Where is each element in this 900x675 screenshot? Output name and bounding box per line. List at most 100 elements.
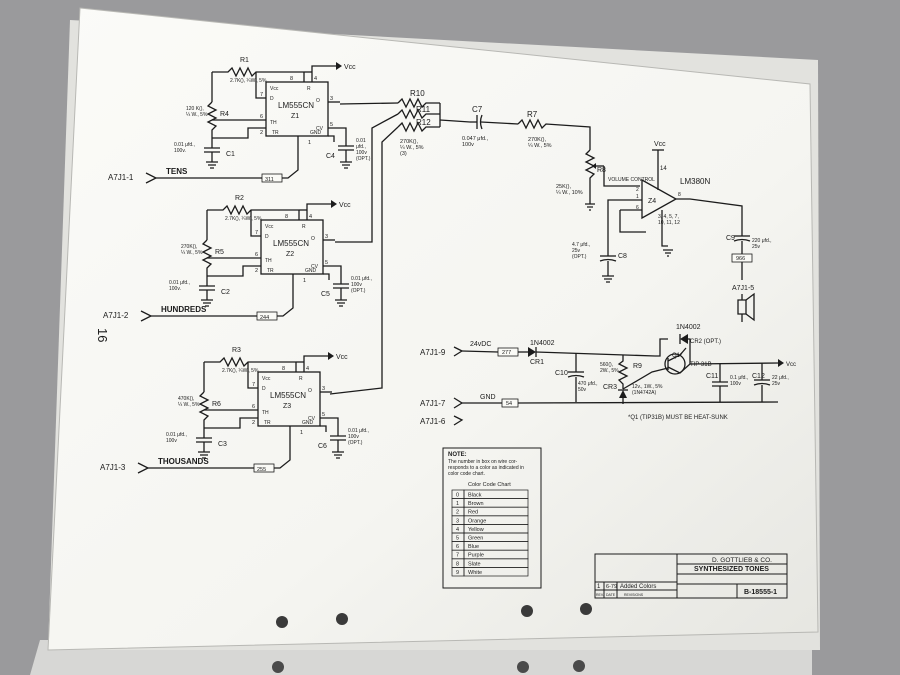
timer-pin-label: O bbox=[316, 98, 320, 104]
timer-pin-label: TH bbox=[262, 410, 269, 416]
q1-part: TIP 31B bbox=[690, 362, 712, 368]
resistor-r11 bbox=[397, 108, 440, 120]
capacitor-c8 bbox=[599, 255, 617, 283]
timer-chip-id: Z1 bbox=[291, 113, 299, 120]
resistor-side-value: 470K(),¼ W., 5% bbox=[178, 396, 200, 408]
binder-hole bbox=[272, 661, 284, 673]
timing-cap-label: C2 bbox=[221, 289, 230, 296]
timer-pin-number: 7 bbox=[255, 230, 258, 236]
amp-pin-plus: 6 bbox=[636, 205, 639, 211]
timer-pin-label: TH bbox=[270, 120, 277, 126]
speaker-wire-code: 966 bbox=[736, 256, 745, 262]
timer-pin-number: 2 bbox=[255, 268, 258, 274]
timer-pin-number: 5 bbox=[325, 260, 328, 266]
timer-pin-number: 8 bbox=[290, 76, 293, 82]
r8-label: R8 bbox=[597, 167, 606, 174]
r12-value: 270K(),¼ W., 5%(3) bbox=[400, 139, 424, 157]
c11-value: 0.1 μfd.,100v bbox=[730, 375, 748, 387]
r10-label: R10 bbox=[410, 89, 425, 98]
revision-header-rev: REV. bbox=[596, 593, 604, 597]
timer-pin-label: CV bbox=[311, 264, 319, 270]
timer-signal-label: THOUSANDS bbox=[158, 457, 209, 466]
color-name: Black bbox=[468, 493, 482, 499]
timer-pin-number: 7 bbox=[260, 92, 263, 98]
binder-hole bbox=[276, 616, 288, 628]
timer-pin-number: 6 bbox=[252, 404, 255, 410]
cv-cap-value: 0.01 μfd.,100v(OPT.) bbox=[351, 276, 372, 294]
title-block bbox=[594, 553, 788, 599]
resistor-side-label: R4 bbox=[220, 111, 229, 118]
timer-pin-label: R bbox=[299, 376, 303, 382]
timer-pin-label: GND bbox=[310, 130, 322, 136]
color-name: Brown bbox=[468, 501, 484, 507]
gnd-label: GND bbox=[480, 394, 496, 401]
timer-pin-number: 4 bbox=[309, 214, 312, 220]
amp-gnd-pins: 3, 4, 5, 7,10, 11, 12 bbox=[658, 214, 680, 226]
timer-pin-number: 5 bbox=[330, 122, 333, 128]
color-code: 9 bbox=[456, 570, 459, 576]
resistor-side-label: R6 bbox=[212, 401, 221, 408]
drawing-title: SYNTHESIZED TONES bbox=[694, 566, 769, 573]
binder-hole bbox=[521, 605, 533, 617]
speaker-icon bbox=[737, 292, 755, 322]
timer-pin-number: 1 bbox=[300, 430, 303, 436]
nc-connector: A7J1-6 bbox=[420, 417, 446, 426]
color-code: 6 bbox=[456, 544, 459, 550]
amp-pin-minus: 2 bbox=[636, 187, 639, 193]
timer-pin-label: O bbox=[308, 388, 312, 394]
r7-value: 270K(),¼ W., 5% bbox=[528, 137, 552, 149]
amp-pin14: 14 bbox=[660, 166, 667, 172]
note-title: NOTE: bbox=[448, 452, 467, 458]
timer-pin-label: CV bbox=[308, 416, 316, 422]
revision-header-desc: REVISIONS bbox=[624, 593, 644, 597]
resistor-top-value: 2.7K(), ¼W., 5% bbox=[225, 216, 262, 222]
resistor-top-label: R3 bbox=[232, 347, 241, 354]
wire-code: 311 bbox=[265, 177, 274, 183]
timer-chip-id: Z2 bbox=[286, 251, 294, 258]
c11-label: C11 bbox=[706, 373, 718, 380]
gnd-wire-code: 54 bbox=[506, 401, 512, 407]
timer-pin-label: R bbox=[302, 224, 306, 230]
speaker-wire-box bbox=[731, 253, 753, 263]
timer-pin-label: TR bbox=[264, 420, 271, 426]
gnd-connector: A7J1-7 bbox=[420, 399, 446, 408]
amp-chip-name: LM380N bbox=[680, 177, 710, 186]
timer-chip-id: Z3 bbox=[283, 403, 291, 410]
connector-chevrons bbox=[453, 346, 464, 426]
timer-vcc-label: Vcc bbox=[339, 202, 351, 209]
timing-cap-value: 0.01 μfd.,100v. bbox=[174, 142, 195, 154]
r7-label: R7 bbox=[527, 110, 538, 119]
timer-pin-number: 2 bbox=[260, 130, 263, 136]
timer-pin-label: GND bbox=[302, 420, 314, 426]
timer-pin-label: CV bbox=[316, 126, 324, 132]
r9-label: R9 bbox=[633, 363, 642, 370]
amp-chip-id: Z4 bbox=[648, 198, 656, 205]
cr2-label: CR2 (OPT.) bbox=[690, 339, 721, 345]
amplifier-lm380n bbox=[607, 149, 743, 257]
paper-sheet bbox=[47, 7, 819, 651]
cr1-label: CR1 bbox=[530, 359, 544, 366]
cv-cap-label: C4 bbox=[326, 153, 335, 160]
timing-cap-value: 0.01 μfd.,100v. bbox=[169, 280, 190, 292]
color-name: White bbox=[468, 570, 482, 576]
timer-chip-body bbox=[260, 219, 324, 275]
color-code: 8 bbox=[456, 561, 459, 567]
cr2-part: 1N4002 bbox=[676, 324, 701, 331]
color-code: 0 bbox=[456, 493, 459, 499]
color-name: Yellow bbox=[468, 527, 484, 533]
resistor-top bbox=[204, 356, 296, 368]
timer-pin-number: 1 bbox=[308, 140, 311, 146]
wire-code-box bbox=[253, 463, 275, 473]
timer-pin-label: D bbox=[265, 234, 269, 240]
timer-chip-name: LM555CN bbox=[273, 239, 309, 248]
timer-pin-label: R bbox=[307, 86, 311, 92]
color-name: Orange bbox=[468, 518, 486, 524]
wire-code-box bbox=[256, 311, 278, 321]
timer-connector: A7J1-1 bbox=[108, 173, 134, 182]
timer-chip-body bbox=[265, 81, 329, 137]
color-name: Green bbox=[468, 536, 483, 542]
